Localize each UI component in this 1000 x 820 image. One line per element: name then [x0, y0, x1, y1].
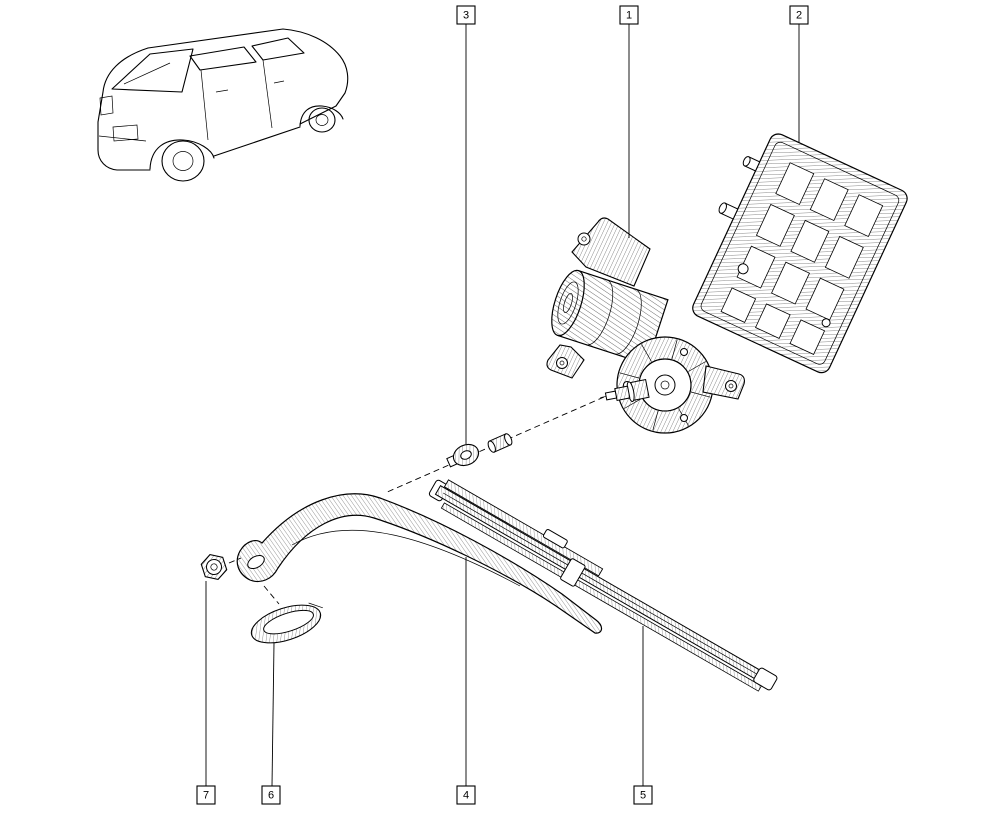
callout-label-1: 1 — [626, 10, 632, 22]
callout-1[interactable]: 1 — [619, 5, 639, 238]
callout-label-2: 2 — [796, 10, 802, 22]
nut-to-arm-axis — [228, 557, 242, 564]
front-wheel — [308, 107, 336, 133]
motor-output-shaft — [600, 379, 650, 403]
callout-5[interactable]: 5 — [633, 626, 653, 805]
arm-pivot-slot — [247, 554, 265, 570]
rear-wheel — [161, 140, 205, 182]
callout-box-3[interactable] — [456, 5, 476, 25]
callout-2[interactable]: 2 — [789, 5, 809, 143]
callout-7[interactable]: 7 — [196, 581, 216, 805]
callout-label-3: 3 — [463, 10, 469, 22]
blade-pivot-clip — [542, 529, 568, 549]
callout-label-6: 6 — [268, 790, 274, 802]
blade-rubber — [440, 502, 762, 692]
callout-label-7: 7 — [203, 790, 209, 802]
rear-window — [111, 48, 194, 93]
blade-mid-connector — [560, 558, 586, 587]
part-spindle-nut — [200, 554, 242, 580]
callout-3[interactable]: 3 — [456, 5, 476, 444]
part-mounting-plate — [692, 133, 908, 374]
plate-studs — [718, 156, 831, 328]
part-wiper-motor — [546, 217, 745, 434]
callout-box-7[interactable] — [196, 785, 216, 805]
callout-4[interactable]: 4 — [456, 557, 476, 805]
callout-label-5: 5 — [640, 790, 646, 802]
part-wiper-blade — [428, 479, 778, 692]
callout-box-1[interactable] — [619, 5, 639, 25]
callout-box-2[interactable] — [789, 5, 809, 25]
part-spindle-cap — [250, 585, 323, 644]
callout-6[interactable]: 6 — [261, 642, 281, 805]
part-wiper-arm — [236, 493, 603, 634]
vehicle-thumbnail — [97, 28, 349, 182]
callout-label-4: 4 — [463, 790, 469, 802]
callout-box-6[interactable] — [261, 785, 281, 805]
plate-grid-holes — [720, 162, 884, 355]
motor-gear-housing — [616, 336, 714, 434]
bushing-grommet — [446, 443, 480, 468]
bushing-sleeve — [487, 433, 513, 453]
leader-line-6 — [271, 642, 275, 787]
callout-box-4[interactable] — [456, 785, 476, 805]
callout-box-5[interactable] — [633, 785, 653, 805]
blade-end-cap-right — [753, 667, 778, 691]
rear-wiper-on-glass — [123, 62, 171, 85]
motor-bracket-top-ear — [571, 217, 651, 287]
arm-to-cap-axis — [263, 585, 280, 605]
part-spindle-bushing — [446, 433, 513, 468]
blade-top-bracket — [443, 479, 604, 577]
motor-body-cylinder — [551, 269, 669, 366]
